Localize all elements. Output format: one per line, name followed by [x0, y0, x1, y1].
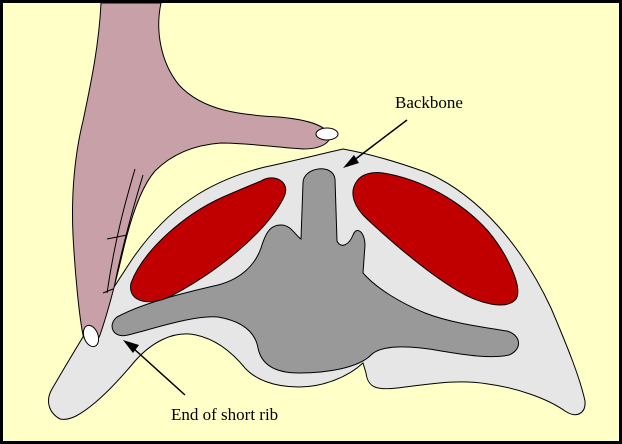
- thumb-nail: [316, 128, 338, 140]
- backbone-label: Backbone: [395, 94, 463, 111]
- rib-arrow: [123, 340, 185, 395]
- diagram-canvas: [3, 3, 622, 444]
- short-rib-label: End of short rib: [171, 406, 278, 423]
